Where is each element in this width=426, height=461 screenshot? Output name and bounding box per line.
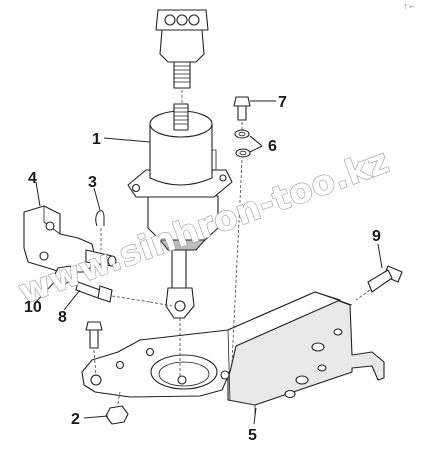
bolt-right xyxy=(355,265,403,301)
leader-lines xyxy=(35,100,383,425)
mounting-bracket xyxy=(81,291,385,415)
cotter-pin xyxy=(95,210,105,250)
callout-10: 10 xyxy=(24,299,42,316)
bolt-lever xyxy=(75,281,151,303)
nut-small xyxy=(53,265,77,285)
callout-4: 4 xyxy=(28,170,37,187)
callout-5: 5 xyxy=(248,427,257,444)
callouts: 1 2 3 4 5 6 7 8 9 10 xyxy=(24,94,381,444)
washers xyxy=(231,129,251,363)
callout-8: 8 xyxy=(58,309,67,326)
bolt-bracket-left xyxy=(85,321,103,377)
callout-2: 2 xyxy=(71,411,80,428)
corner-mark: ↑← xyxy=(403,3,415,11)
bolt-top xyxy=(233,96,251,130)
plunger-link xyxy=(149,249,195,385)
electrical-connector xyxy=(155,9,209,104)
solenoid-body xyxy=(127,103,233,251)
nut-bottom xyxy=(105,391,129,425)
callout-3: 3 xyxy=(88,174,97,191)
callout-9: 9 xyxy=(372,228,381,245)
lever-bracket xyxy=(23,205,117,273)
callout-7: 7 xyxy=(278,94,287,111)
callout-6: 6 xyxy=(268,138,277,155)
callout-1: 1 xyxy=(92,131,101,148)
